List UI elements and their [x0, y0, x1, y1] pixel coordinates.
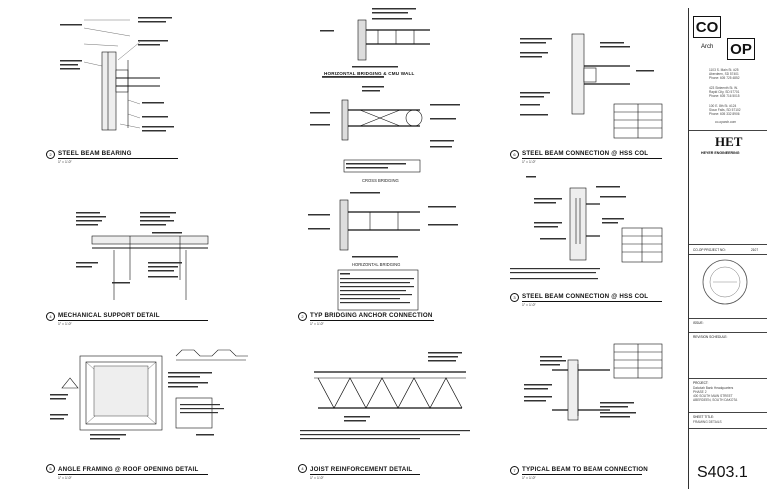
detail-title: MECHANICAL SUPPORT DETAIL — [58, 312, 160, 319]
project-label: PROJECT: — [693, 381, 709, 385]
detail-title: STEEL BEAM CONNECTION @ HSS COL — [522, 293, 649, 300]
detail-scale: 1" = 1'-0" — [310, 476, 324, 480]
detail-title: ANGLE FRAMING @ ROOF OPENING DETAIL — [58, 466, 199, 473]
office-address: 1103 S. Main St. #25 — [709, 68, 739, 72]
detail-bubble: 2 — [298, 312, 307, 321]
logo-arch: Arch — [701, 44, 714, 50]
detail-scale: 1" = 1'-0" — [58, 160, 72, 164]
subtitle-horizontal-bridging: HORIZONTAL BRIDGING — [352, 262, 401, 267]
detail-title: HORIZONTAL BRIDGING & CMU WALL — [324, 71, 415, 76]
issue-label: ISSUE: — [693, 321, 704, 325]
detail-beam-connection-hss-mid-graphic — [510, 176, 663, 280]
detail-title: TYPICAL BEAM TO BEAM CONNECTION — [522, 466, 648, 473]
detail-scale: 1" = 1'-0" — [58, 322, 72, 326]
sheet-title-label: SHEET TITLE: — [693, 415, 714, 419]
detail-beam-connection-hss-top-graphic — [520, 33, 663, 139]
engineer-name: HEYER ENGINEERING — [701, 151, 740, 155]
revision-label: REVISION SCHEDULE: — [693, 335, 728, 339]
project-line: PHASE 2 — [693, 390, 707, 394]
project-line: ABERDEEN, SOUTH DAKOTA — [693, 398, 738, 402]
detail-scale: 1" = 1'-0" — [522, 160, 536, 164]
detail-bubble: 4 — [46, 312, 55, 321]
title-underline — [310, 320, 434, 321]
detail-scale: 1" = 1'-0" — [58, 476, 72, 480]
detail-scale: 1" = 1'-0" — [522, 303, 536, 307]
engineer-logo: HET — [715, 134, 743, 149]
detail-title: TYP BRIDGING ANCHOR CONNECTION — [310, 312, 433, 319]
subtitle-cross-bridging: CROSS BRIDGING — [362, 178, 399, 183]
office-address: Phone: 605 725 4852 — [709, 76, 740, 80]
sheet-number: S403.1 — [697, 464, 748, 481]
sheet-title: FRAMING DETAILS — [693, 420, 722, 424]
office-address: Phone: 605 716 5015 — [709, 94, 740, 98]
detail-horizontal-bridging-graphic — [308, 8, 460, 311]
logo-co: CO — [693, 16, 721, 38]
title-underline — [58, 320, 208, 321]
detail-steel-beam-bearing-graphic — [60, 17, 174, 132]
drawing-area — [50, 8, 663, 440]
title-underline — [522, 301, 662, 302]
detail-title: JOIST REINFORCEMENT DETAIL — [310, 466, 413, 473]
detail-bubble: 3 — [510, 293, 519, 302]
detail-title: STEEL BEAM CONNECTION @ HSS COL — [522, 150, 649, 157]
detail-bubble: 4 — [298, 464, 307, 473]
office-address: 423 Sixteenth St. W. — [709, 86, 738, 90]
logo-op: OP — [727, 38, 755, 60]
engineer-seal — [702, 259, 748, 305]
detail-angle-framing-graphic — [50, 349, 248, 440]
detail-bubble: 2 — [46, 150, 55, 159]
title-block: CO OP Arch 1103 S. Main St. #25 Aberdeen… — [688, 8, 767, 489]
title-underline — [522, 158, 662, 159]
detail-scale: 1" = 1'-0" — [522, 476, 536, 480]
office-address: Sioux Falls, SD 57102 — [709, 108, 741, 112]
detail-beam-to-beam-graphic — [524, 343, 663, 421]
project-line: 400 SOUTH MAIN STREET — [693, 394, 733, 398]
detail-bubble: 5 — [46, 464, 55, 473]
title-underline — [310, 474, 420, 475]
office-address: Rapid City, SD 57701 — [709, 90, 740, 94]
website: co-oparch.com — [715, 120, 737, 124]
project-line: Dakotah Bank Headquarters — [693, 386, 734, 390]
title-underline — [58, 158, 178, 159]
office-address: Phone: 605 332 8906 — [709, 112, 740, 116]
title-underline — [522, 474, 642, 475]
office-address: Aberdeen, SD 57401 — [709, 72, 739, 76]
project-no-label: CO-OP PROJECT NO: — [693, 248, 726, 252]
detail-mechanical-support-graphic — [76, 212, 209, 300]
detail-bubble: 7 — [510, 466, 519, 475]
detail-bubble: 6 — [510, 150, 519, 159]
detail-joist-reinforcement-graphic — [300, 352, 470, 440]
detail-scale: 1" = 1'-0" — [310, 322, 324, 326]
office-address: 100 E. 8th St. #124 — [709, 104, 737, 108]
title-underline — [58, 474, 208, 475]
detail-title: STEEL BEAM BEARING — [58, 150, 132, 157]
project-no: 2107 — [751, 248, 759, 252]
